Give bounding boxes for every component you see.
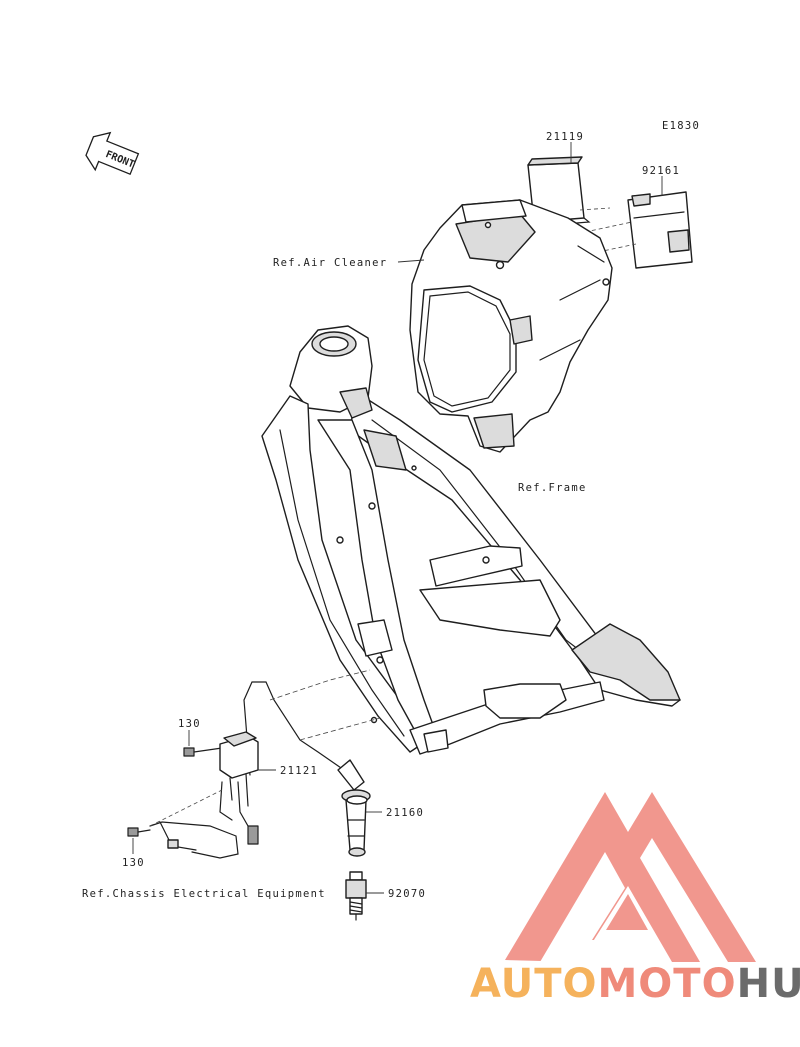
brand-auto: AUTO: [470, 961, 598, 1007]
part-92070-spark-plug: [345, 871, 367, 921]
label-21160: 21160: [386, 807, 424, 819]
label-130-upper: 130: [178, 718, 201, 730]
label-92161: 92161: [642, 165, 680, 177]
label-92070: 92070: [388, 888, 426, 900]
label-130-lower: 130: [122, 857, 145, 869]
frame: [261, 325, 681, 755]
ignition-lead-wire: [243, 681, 345, 776]
front-arrow-icon: FRONT: [85, 131, 140, 176]
diagram-code: E1830: [662, 120, 700, 132]
air-cleaner-housing: [409, 199, 613, 453]
watermark-brand: AUTOMOTOHUB: [470, 961, 800, 1007]
part-92161-bracket: [627, 191, 693, 269]
part-130-bolt-upper: [183, 747, 223, 757]
part-21121-ignition-coil: [219, 731, 259, 807]
label-21119: 21119: [546, 131, 584, 143]
part-21160-spark-plug-cap: [337, 759, 371, 857]
label-ref-frame: Ref.Frame: [518, 482, 587, 494]
automotohub-logo-icon: [505, 792, 756, 962]
coil-wiring-harness: [149, 781, 259, 859]
part-21119-box: [527, 156, 591, 227]
leader-air-cleaner: [397, 259, 425, 263]
part-130-bolt-lower: [127, 827, 151, 837]
label-ref-air-cleaner: Ref.Air Cleaner: [273, 257, 387, 269]
label-ref-chassis-electrical: Ref.Chassis Electrical Equipment: [82, 888, 326, 900]
brand-moto: MOTO: [598, 961, 737, 1007]
label-21121: 21121: [280, 765, 318, 777]
brand-hub: HUB: [737, 961, 800, 1007]
